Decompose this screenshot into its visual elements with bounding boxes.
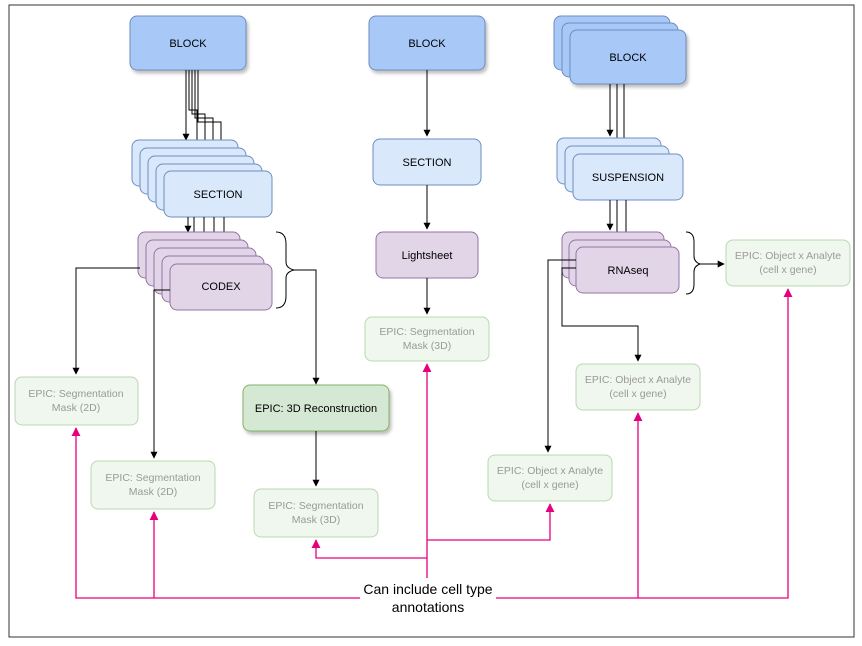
- annotation-note-line2: annotations: [392, 599, 464, 615]
- epic-oxa-top: EPIC: Object x Analyte (cell x gene): [725, 239, 851, 287]
- epic-seg2d-b: EPIC: Segmentation Mask (2D): [90, 460, 216, 510]
- outer-frame: [8, 4, 855, 638]
- epic-oxa-mid-line2: (cell x gene): [609, 388, 666, 400]
- epic-seg3d-lightsheet: EPIC: Segmentation Mask (3D): [364, 316, 490, 362]
- epic-oxa-bottom-line1: EPIC: Object x Analyte: [497, 465, 603, 477]
- arrow-codex-to-recon: [294, 269, 320, 385]
- epic-oxa-bottom: EPIC: Object x Analyte (cell x gene): [487, 454, 613, 502]
- block-middle: BLOCK: [368, 15, 486, 71]
- arrow-rnaseq-to-oxa-bottom: [544, 259, 576, 453]
- arrow-rnaseq-to-oxa-mid: [561, 267, 642, 362]
- rnaseq-stack: RNAseq: [561, 231, 680, 294]
- lightsheet-label: Lightsheet: [402, 250, 453, 262]
- section-middle-label: SECTION: [403, 157, 452, 169]
- epic-3d-reconstruction: EPIC: 3D Reconstruction: [242, 384, 390, 432]
- block-middle-label: BLOCK: [408, 38, 446, 50]
- block-left: BLOCK: [129, 15, 247, 71]
- epic-seg3d-bottom: EPIC: Segmentation Mask (3D): [253, 488, 379, 538]
- epic-seg3d-lightsheet-line2: Mask (3D): [403, 340, 451, 352]
- section-left-label: SECTION: [194, 189, 243, 201]
- epic-seg2d-a: EPIC: Segmentation Mask (2D): [14, 376, 139, 426]
- rnaseq-bracket: [685, 231, 702, 295]
- section-stack-left: SECTION: [131, 139, 273, 218]
- lightsheet: Lightsheet: [375, 231, 479, 279]
- suspension-stack: SUSPENSION: [556, 137, 684, 201]
- codex-stack: CODEX: [137, 231, 273, 311]
- epic-seg2d-b-line2: Mask (2D): [129, 486, 177, 498]
- rnaseq-label: RNAseq: [608, 265, 649, 277]
- epic-seg3d-bottom-line2: Mask (3D): [292, 514, 340, 526]
- epic-seg2d-a-line2: Mask (2D): [52, 402, 100, 414]
- epic-oxa-bottom-line2: (cell x gene): [521, 479, 578, 491]
- suspension-label: SUSPENSION: [592, 172, 664, 184]
- epic-seg2d-a-line1: EPIC: Segmentation: [28, 388, 123, 400]
- block-right-label: BLOCK: [609, 52, 647, 64]
- epic-seg3d-lightsheet-line1: EPIC: Segmentation: [379, 326, 474, 338]
- epic-oxa-mid: EPIC: Object x Analyte (cell x gene): [575, 363, 701, 411]
- epic-oxa-top-line1: EPIC: Object x Analyte: [735, 250, 841, 262]
- block-left-label: BLOCK: [169, 38, 207, 50]
- epic-oxa-mid-line1: EPIC: Object x Analyte: [585, 374, 691, 386]
- epic-oxa-top-line2: (cell x gene): [759, 264, 816, 276]
- arrow-codex-to-seg2d-b: [150, 289, 170, 459]
- annotation-arrows: [71, 288, 793, 599]
- codex-bracket: [275, 231, 295, 309]
- section-middle: SECTION: [372, 138, 482, 186]
- block-stack-right: BLOCK: [553, 15, 687, 85]
- arrow-codex-to-seg2d-a: [72, 267, 140, 375]
- epic-recon-label: EPIC: 3D Reconstruction: [255, 403, 377, 415]
- annotation-note-line1: Can include cell type: [363, 581, 492, 597]
- codex-label: CODEX: [201, 281, 241, 293]
- epic-seg2d-b-line1: EPIC: Segmentation: [105, 472, 200, 484]
- annotation-note: Can include cell type annotations: [363, 581, 492, 615]
- epic-seg3d-bottom-line1: EPIC: Segmentation: [268, 500, 363, 512]
